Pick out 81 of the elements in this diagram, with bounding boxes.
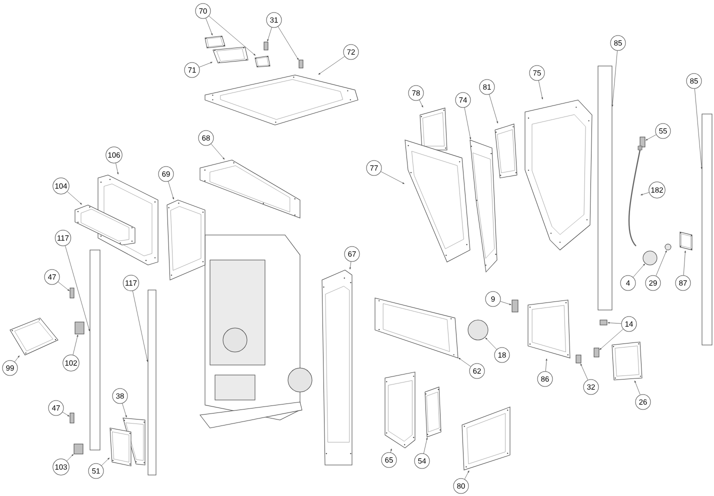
- leader-line: [424, 438, 428, 454]
- cable: [628, 146, 642, 246]
- leader-line: [65, 246, 90, 332]
- pin: [70, 288, 74, 298]
- leader-line: [694, 88, 702, 170]
- leader-line: [122, 403, 127, 418]
- leader-line: [656, 250, 667, 276]
- deflector-plate: [74, 204, 136, 246]
- leader-line: [458, 358, 471, 367]
- bracket: [254, 56, 270, 68]
- cover-plate: [462, 406, 510, 470]
- leader-line: [634, 380, 640, 395]
- leader-line: [464, 107, 472, 140]
- leader-line: [267, 27, 272, 42]
- screw: [594, 348, 600, 358]
- leader-line: [278, 26, 299, 60]
- cover-plate: [110, 428, 132, 466]
- leader-line: [208, 16, 256, 56]
- screw: [264, 42, 268, 50]
- leader-line: [646, 134, 656, 140]
- fan-housing: [384, 372, 416, 448]
- clip: [74, 322, 84, 334]
- leader-line: [485, 338, 497, 350]
- pin: [70, 412, 74, 424]
- channel-piece: [10, 318, 58, 356]
- leader-line: [538, 80, 543, 100]
- rail: [702, 114, 712, 346]
- leader-line: [67, 191, 82, 205]
- mesh-grid: [424, 386, 442, 438]
- screw: [298, 60, 304, 68]
- top-panel: [204, 74, 358, 126]
- leader-line: [349, 261, 352, 270]
- leader-line: [14, 356, 20, 362]
- hopper-panel: [420, 108, 448, 150]
- side-panel: [166, 200, 206, 280]
- leader-line: [464, 470, 470, 480]
- auger-assembly: [374, 298, 458, 358]
- motor: [468, 320, 488, 340]
- small-plate: [680, 232, 692, 250]
- hopper-panel: [494, 124, 518, 178]
- small-part: [664, 244, 672, 250]
- bracket: [204, 36, 226, 48]
- screw: [576, 354, 582, 364]
- leader-line: [206, 18, 213, 36]
- leader-line: [62, 412, 70, 416]
- top-cover: [200, 160, 300, 218]
- rod: [90, 250, 100, 450]
- leader-line: [489, 94, 498, 124]
- clip: [74, 444, 84, 454]
- rail: [598, 66, 612, 310]
- leader-line: [580, 364, 588, 380]
- leader-line: [608, 322, 622, 324]
- leader-line: [101, 458, 110, 466]
- side-panel: [322, 270, 352, 466]
- leader-line: [545, 358, 548, 372]
- pressure-switch: [642, 250, 658, 266]
- leader-line: [612, 50, 618, 107]
- small-part: [640, 136, 646, 148]
- leader-line: [210, 144, 225, 160]
- leader-line: [419, 100, 424, 108]
- leader-line: [600, 328, 624, 350]
- leader-line: [66, 454, 74, 462]
- leader-line: [132, 290, 148, 362]
- leader-line: [58, 282, 70, 291]
- leader-line: [116, 162, 119, 174]
- leader-line: [500, 301, 512, 305]
- small-part: [512, 300, 518, 312]
- circuit-board: [612, 342, 642, 380]
- screw: [600, 320, 608, 326]
- leader-line: [380, 171, 404, 184]
- leader-line: [390, 448, 392, 453]
- leader-line: [640, 192, 650, 196]
- leader-line: [199, 62, 212, 68]
- hopper: [524, 100, 592, 250]
- leader-line: [683, 250, 686, 276]
- leader-line: [72, 334, 78, 356]
- leader-line: [318, 56, 345, 75]
- mounting-plate: [528, 300, 570, 358]
- leader-line: [632, 264, 645, 278]
- leader-line: [168, 181, 174, 200]
- rod: [148, 290, 156, 476]
